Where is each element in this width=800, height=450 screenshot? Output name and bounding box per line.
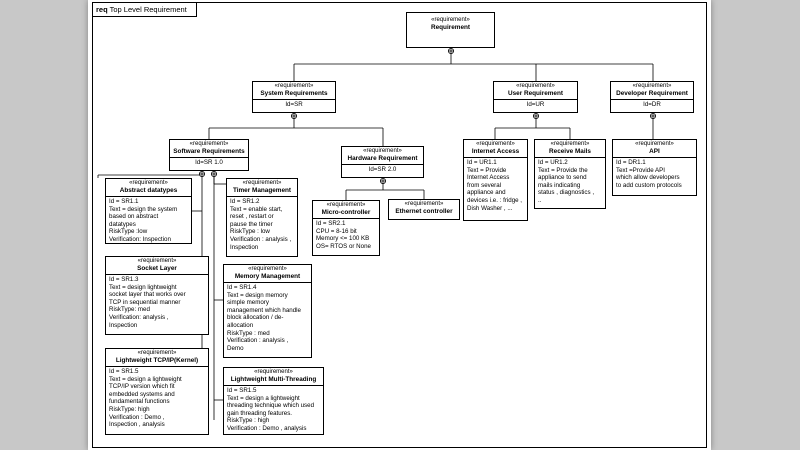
stereotype-label: «requirement» xyxy=(431,17,470,23)
stereotype-label: «requirement» xyxy=(326,202,366,208)
stereotype-label: «requirement» xyxy=(254,369,293,375)
requirement-developer[interactable]: «requirement»Developer Requirement Id=DR xyxy=(610,81,694,113)
requirement-user[interactable]: «requirement»User Requirement Id=UR xyxy=(493,81,578,113)
requirement-name: Software Requirements xyxy=(173,148,245,155)
requirement-name: Memory Management xyxy=(234,273,301,280)
requirement-id: Id=SR 1.0 xyxy=(195,159,223,166)
requirement-timer-management[interactable]: «requirement»Timer Management Id = SR1.2… xyxy=(226,178,298,257)
stereotype-label: «requirement» xyxy=(242,180,282,186)
requirement-name: Abstract datatypes xyxy=(119,187,178,194)
requirement-name: Lightweight Multi-Threading xyxy=(230,376,317,383)
stereotype-label: «requirement» xyxy=(363,148,402,154)
stereotype-label: «requirement» xyxy=(404,201,444,207)
requirement-name: Timer Management xyxy=(232,187,292,194)
requirement-memory-management[interactable]: «requirement»Memory Management Id = SR1.… xyxy=(223,264,312,358)
stereotype-label: «requirement» xyxy=(137,258,177,264)
requirement-name: Socket Layer xyxy=(137,265,177,272)
diagram-canvas: req Top Level Requirement «requirement»R… xyxy=(88,0,711,450)
frame-label: req Top Level Requirement xyxy=(93,3,197,17)
requirement-name: Developer Requirement xyxy=(616,90,688,97)
frame-title: Top Level Requirement xyxy=(109,5,187,14)
stereotype-label: «requirement» xyxy=(516,83,555,89)
requirement-name: Hardware Requirement xyxy=(347,155,418,162)
requirement-id: Id=SR xyxy=(285,101,303,108)
requirement-id: Id=SR 2.0 xyxy=(368,166,397,173)
requirement-name: Internet Access xyxy=(471,148,520,155)
stereotype-label: «requirement» xyxy=(137,350,177,356)
requirement-hardware[interactable]: «requirement»Hardware Requirement Id=SR … xyxy=(341,146,424,178)
requirement-abstract-datatypes[interactable]: «requirement»Abstract datatypes Id = SR1… xyxy=(105,178,192,244)
diagram-frame: req Top Level Requirement xyxy=(92,2,707,448)
requirement-lightweight-tcpip[interactable]: «requirement»Lightweight TCP/IP(Kernel) … xyxy=(105,348,209,435)
requirement-id: Id=UR xyxy=(526,101,545,108)
stereotype-label: «requirement» xyxy=(632,83,672,89)
requirement-software[interactable]: «requirement»Software Requirements Id=SR… xyxy=(169,139,249,171)
stereotype-label: «requirement» xyxy=(635,141,674,147)
requirement-name: Requirement xyxy=(430,24,471,31)
frame-keyword: req xyxy=(96,5,108,14)
requirement-name: Micro-controller xyxy=(321,209,371,216)
stereotype-label: «requirement» xyxy=(189,141,229,147)
requirement-ethernet-controller[interactable]: «requirement»Ethernet controller xyxy=(388,199,460,220)
stereotype-label: «requirement» xyxy=(476,141,515,147)
requirement-name: API xyxy=(649,148,660,155)
requirement-name: Ethernet controller xyxy=(395,208,453,215)
requirement-id: Id=DR xyxy=(643,101,661,108)
requirement-name: System Requirements xyxy=(260,90,328,97)
requirement-top[interactable]: «requirement»Requirement xyxy=(406,12,495,48)
requirement-name: User Requirement xyxy=(507,90,564,97)
requirement-system[interactable]: «requirement»System Requirements Id=SR xyxy=(252,81,336,113)
containment-links xyxy=(97,48,657,420)
requirement-name: Lightweight TCP/IP(Kernel) xyxy=(115,357,199,364)
requirement-lightweight-multithreading[interactable]: «requirement»Lightweight Multi-Threading… xyxy=(223,367,324,435)
stereotype-label: «requirement» xyxy=(550,141,590,147)
requirement-micro-controller[interactable]: «requirement»Micro-controller Id = SR2.1… xyxy=(312,200,380,256)
stereotype-label: «requirement» xyxy=(248,266,287,272)
stereotype-label: «requirement» xyxy=(129,180,168,186)
requirement-name: Receive Mails xyxy=(549,148,591,155)
stereotype-label: «requirement» xyxy=(274,83,314,89)
